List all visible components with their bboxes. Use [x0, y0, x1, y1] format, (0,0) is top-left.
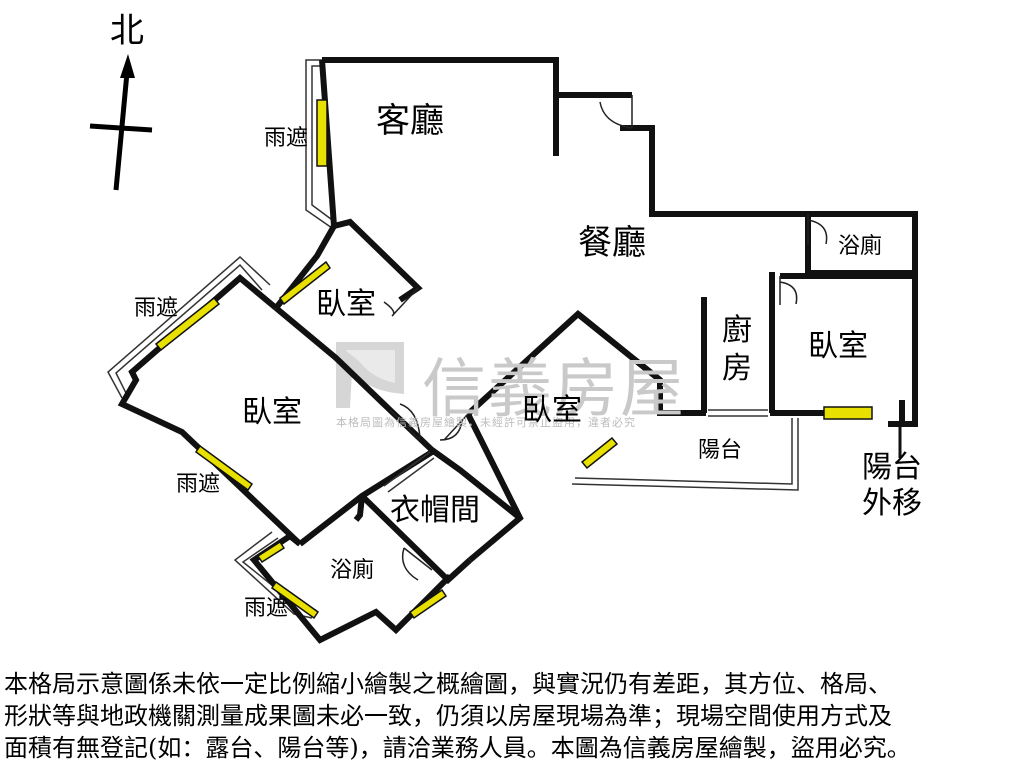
room-balcony-moved: 陽台外移	[862, 450, 922, 521]
walls	[117, 57, 918, 644]
windows	[154, 99, 873, 620]
north-arrow-icon	[89, 54, 153, 191]
disclaimer-line-3: 面積有無登記(如：露台、陽台等)，請洽業務人員。本圖為信義房屋繪製，盜用必究。	[4, 734, 911, 762]
room-closet: 衣帽間	[390, 493, 480, 528]
canopy-label-bottom: 雨遮	[244, 596, 289, 621]
room-kitchen: 廚房	[722, 313, 752, 386]
canopy-label-mid-left: 雨遮	[134, 296, 179, 321]
room-bedroom-right: 臥室	[808, 329, 868, 364]
room-bedroom-center: 臥室	[522, 393, 582, 428]
canopy-label-top: 雨遮	[264, 126, 309, 151]
north-label: 北	[110, 11, 144, 51]
room-bedroom-left: 臥室	[242, 395, 302, 430]
door-swings	[383, 95, 828, 581]
disclaimer-line-1: 本格局示意圖係未依一定比例縮小繪製之概繪圖，與實況仍有差距，其方位、格局、	[4, 670, 892, 698]
room-balcony: 陽台	[698, 438, 743, 463]
room-living: 客廳	[376, 101, 444, 141]
room-dining: 餐廳	[578, 223, 646, 263]
room-bedroom-small: 臥室	[316, 287, 376, 322]
room-bath-bottom: 浴廁	[330, 558, 375, 583]
sliding-doors	[383, 409, 768, 493]
room-bath-right: 浴廁	[838, 234, 883, 259]
watermark-notice: 本格局圖為信義房屋繪製，未經許可禁止盜用，違者必究	[336, 416, 636, 429]
disclaimer: 本格局示意圖係未依一定比例縮小繪製之概繪圖，與實況仍有差距，其方位、格局、 形狀…	[4, 668, 1022, 764]
canopy-label-lower-left: 雨遮	[176, 472, 221, 497]
watermark-brand: 信義房屋	[422, 353, 686, 427]
disclaimer-line-2: 形狀等與地政機關測量成果圖未必一致，仍須以房屋現場為準；現場空間使用方式及	[4, 702, 892, 730]
watermark-logo	[336, 342, 404, 408]
